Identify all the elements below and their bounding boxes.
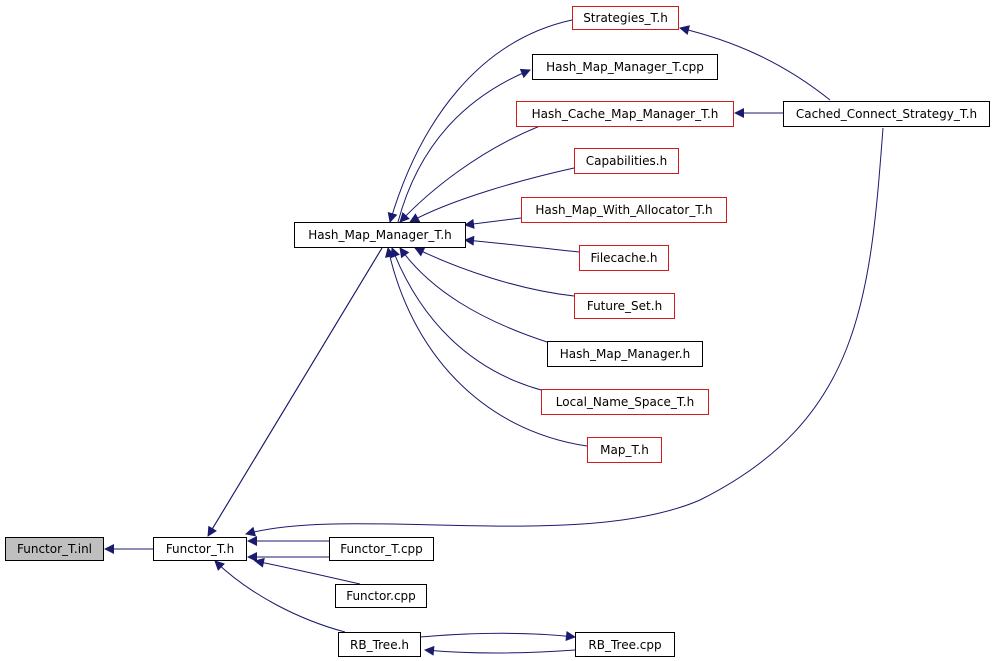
node-future-set-h[interactable]: Future_Set.h — [574, 293, 675, 319]
edge-local-name-space-to-hash-map-manager-t-h — [390, 247, 542, 391]
node-local-name-space-t-h[interactable]: Local_Name_Space_T.h — [541, 389, 709, 415]
edge-hash-map-manager-h-to-hash-map-manager-t-h — [399, 247, 548, 343]
edge-rb-tree-h-to-rb-tree-cpp — [419, 631, 576, 641]
node-hash-map-with-allocator-t-h[interactable]: Hash_Map_With_Allocator_T.h — [521, 197, 727, 223]
edge-capabilities-to-hash-map-manager-t-h — [409, 167, 575, 223]
edge-filecache-to-hash-map-manager-t-h — [464, 235, 580, 253]
edge-cached-connect-to-functor-t-h — [245, 127, 884, 537]
edge-strategies-to-hash-map-manager-t-h — [387, 19, 573, 223]
node-functor-cpp[interactable]: Functor.cpp — [335, 584, 427, 608]
node-hash-cache-map-manager-t-h[interactable]: Hash_Cache_Map_Manager_T.h — [516, 101, 734, 127]
edge-rb-tree-cpp-to-rb-tree-h — [424, 645, 576, 656]
node-strategies-t-h[interactable]: Strategies_T.h — [572, 6, 679, 30]
node-hash-map-manager-t-cpp[interactable]: Hash_Map_Manager_T.cpp — [532, 54, 718, 80]
edge-cached-connect-to-strategies — [679, 25, 831, 101]
node-hash-map-manager-h[interactable]: Hash_Map_Manager.h — [547, 341, 703, 367]
node-functor-t-h[interactable]: Functor_T.h — [153, 537, 247, 561]
node-hash-map-manager-t-h[interactable]: Hash_Map_Manager_T.h — [294, 222, 466, 248]
edge-functor-cpp-to-functor-t-h — [254, 557, 361, 585]
edge-map-t-to-hash-map-manager-t-h — [385, 247, 588, 447]
node-rb-tree-cpp[interactable]: RB_Tree.cpp — [575, 632, 675, 657]
edge-hash-map-manager-t-h-to-hash-map-manager-t-cpp — [397, 68, 531, 223]
edge-rb-tree-h-to-functor-t-h — [214, 560, 346, 633]
edge-hash-map-with-allocator-to-hash-map-manager-t-h — [464, 217, 522, 229]
node-functor-t-cpp[interactable]: Functor_T.cpp — [329, 537, 434, 561]
edge-hash-cache-map-manager-to-hash-map-manager-t-h — [399, 125, 541, 223]
node-functor-t-inl: Functor_T.inl — [5, 537, 104, 561]
node-cached-connect-strategy-t-h[interactable]: Cached_Connect_Strategy_T.h — [783, 101, 990, 127]
node-capabilities-h[interactable]: Capabilities.h — [574, 148, 679, 174]
node-filecache-h[interactable]: Filecache.h — [579, 245, 669, 271]
node-rb-tree-h[interactable]: RB_Tree.h — [338, 632, 421, 657]
edge-future-set-to-hash-map-manager-t-h — [414, 247, 575, 297]
edge-hash-map-manager-t-h-to-functor-t-h — [207, 247, 383, 537]
node-map-t-h[interactable]: Map_T.h — [587, 437, 662, 463]
